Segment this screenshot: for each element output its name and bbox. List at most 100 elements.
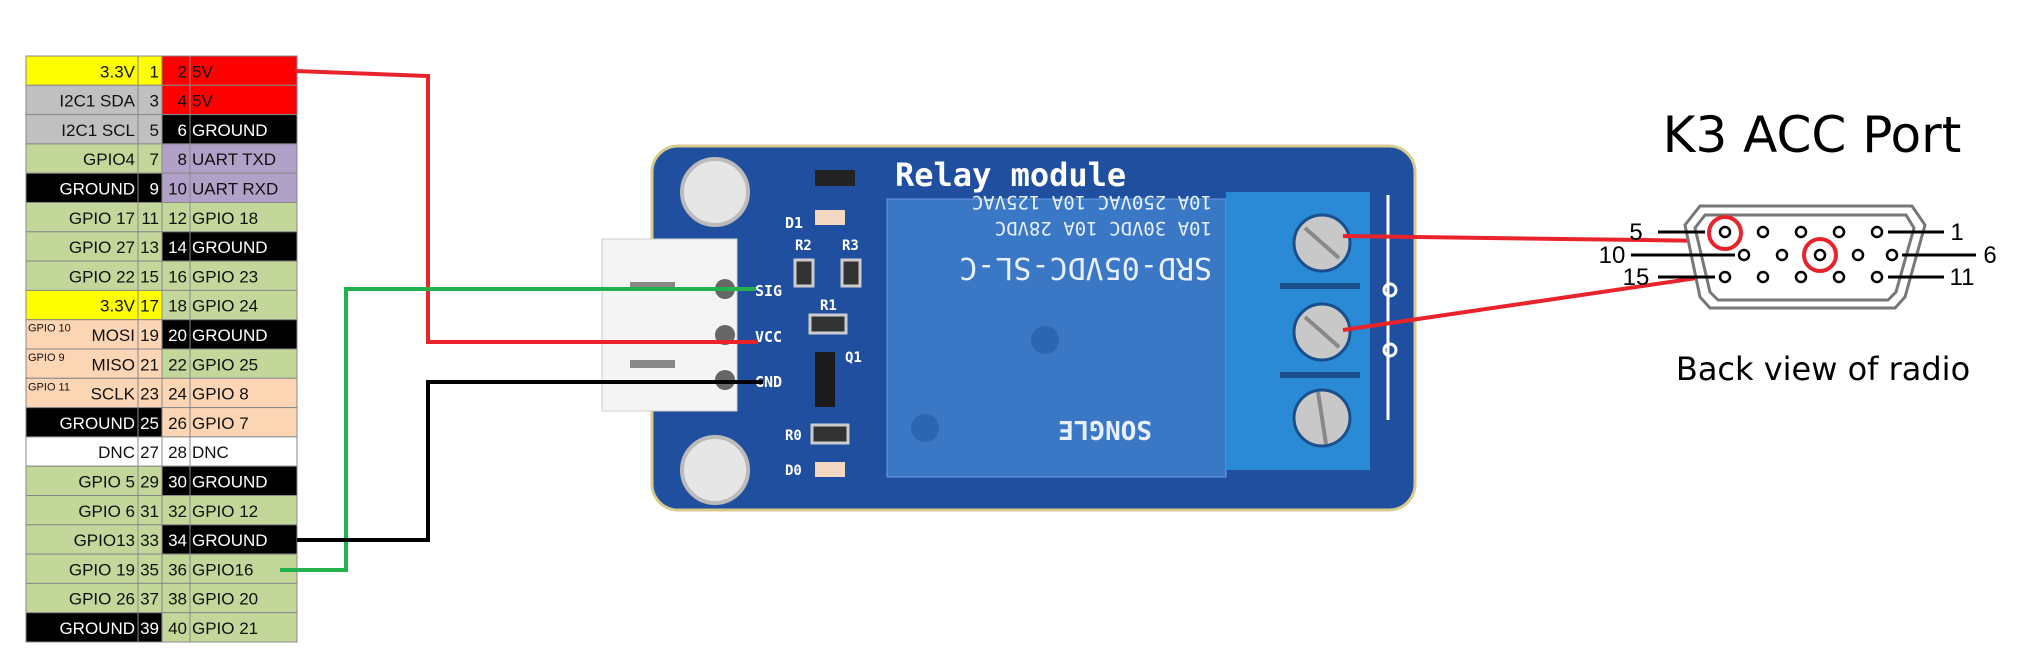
pin-label-5: 5 xyxy=(1629,219,1642,246)
gpio-pin-odd: 23 xyxy=(140,385,159,404)
gpio-right-label: UART TXD xyxy=(192,150,276,169)
gpio-cell xyxy=(137,84,163,116)
port-pin xyxy=(1885,248,1899,262)
port-pin xyxy=(1870,270,1884,284)
mounting-hole-top xyxy=(680,157,750,227)
pin-label-gnd: GND xyxy=(755,373,782,391)
gpio-cell xyxy=(137,114,163,145)
gpio-cell xyxy=(25,582,139,614)
gpio-pin-odd: 3 xyxy=(150,92,159,111)
gpio-left-label: GPIO 17 xyxy=(69,209,135,228)
port-subtitle: Back view of radio xyxy=(1676,350,1970,388)
gpio-cell xyxy=(161,260,191,291)
gpio-cell xyxy=(137,407,163,438)
port-pin xyxy=(1775,248,1789,262)
gpio-cell xyxy=(25,55,139,86)
port-pins xyxy=(1718,225,1899,284)
gpio-pin-odd: 37 xyxy=(140,590,159,609)
gpio-alt-label: GPIO 10 xyxy=(28,323,71,335)
relay-dot xyxy=(1031,326,1059,354)
gpio-pin-odd: 19 xyxy=(140,326,159,345)
highlight-pin-5 xyxy=(1707,215,1743,251)
gpio-right-label: GPIO 7 xyxy=(192,414,249,433)
gpio-cell xyxy=(189,289,298,321)
gpio-pin-odd: 31 xyxy=(140,502,159,521)
highlight-pin-8 xyxy=(1802,237,1838,273)
resistor-r0 xyxy=(810,423,850,445)
connector-slot xyxy=(630,282,675,290)
gpio-cell xyxy=(161,436,191,467)
gpio-right-label: GPIO 12 xyxy=(192,502,258,521)
gpio-cell xyxy=(161,524,191,555)
gpio-right-label: GPIO 21 xyxy=(192,619,258,638)
gpio-cell xyxy=(189,553,298,584)
gpio-cell xyxy=(189,114,298,145)
pin-label-15: 15 xyxy=(1623,264,1650,291)
gpio-cell xyxy=(189,348,298,379)
gpio-pin-even: 4 xyxy=(178,92,187,111)
screw-slot xyxy=(1303,315,1341,349)
gpio-cell xyxy=(189,407,298,438)
gpio-left-label: DNC xyxy=(98,443,135,462)
pin-label-11: 11 xyxy=(1950,264,1975,291)
relay-module: SIG VCC GND Relay module D1 R2 R3 R1 Q1 … xyxy=(601,144,1417,512)
port-pin xyxy=(1794,270,1808,284)
gpio-cell xyxy=(25,553,139,584)
gpio-pin-even: 38 xyxy=(168,590,187,609)
gpio-pin-odd: 21 xyxy=(140,355,159,374)
gpio-pin-even: 24 xyxy=(168,385,187,404)
gpio-cell xyxy=(189,524,298,555)
component-d1-chip xyxy=(815,170,855,186)
terminal-divider xyxy=(1280,283,1360,289)
gpio-pin-even: 22 xyxy=(168,355,187,374)
gpio-pin-even: 30 xyxy=(168,473,187,492)
port-pin xyxy=(1794,225,1808,239)
gpio-left-label: GPIO 5 xyxy=(78,473,135,492)
resistor-r1 xyxy=(808,313,848,335)
wire-5v-to-vcc xyxy=(294,69,758,344)
gpio-cell xyxy=(161,612,191,643)
port-pin xyxy=(1737,248,1751,262)
gpio-right-label: UART RXD xyxy=(192,180,278,199)
gpio-left-label: GPIO4 xyxy=(83,150,135,169)
mounting-hole-bottom xyxy=(680,435,750,505)
pin-leader-lines xyxy=(1631,230,1976,279)
gpio-right-label: GROUND xyxy=(192,473,268,492)
gpio-cell xyxy=(189,319,298,350)
gpio-cell xyxy=(25,377,139,409)
gpio-pin-even: 32 xyxy=(168,502,187,521)
gpio-left-label: GPIO 22 xyxy=(69,267,135,286)
transistor-q1 xyxy=(815,352,835,407)
gpio-left-label: GPIO 27 xyxy=(69,238,135,257)
relay-rating-1: 10A 30VDC 10A 28VDC xyxy=(995,217,1212,239)
gpio-pin-odd: 5 xyxy=(150,121,159,140)
relay-dot xyxy=(911,414,939,442)
gpio-cell xyxy=(25,260,139,291)
pin-label-10: 10 xyxy=(1599,242,1626,269)
gpio-alt-label: GPIO 9 xyxy=(28,352,65,364)
gpio-cell xyxy=(161,407,191,438)
gpio-cell xyxy=(25,319,139,350)
gpio-cell xyxy=(137,377,163,409)
gpio-left-label: GPIO 19 xyxy=(69,560,135,579)
gpio-pin-even: 2 xyxy=(178,62,187,81)
gpio-left-label: 3.3V xyxy=(100,62,136,81)
port-pin xyxy=(1851,248,1865,262)
gpio-right-label: GROUND xyxy=(192,238,268,257)
gpio-cell xyxy=(161,231,191,262)
gpio-cell xyxy=(137,436,163,467)
wire-gpio16-to-sig xyxy=(280,287,756,572)
gpio-left-label: I2C1 SDA xyxy=(59,92,135,111)
